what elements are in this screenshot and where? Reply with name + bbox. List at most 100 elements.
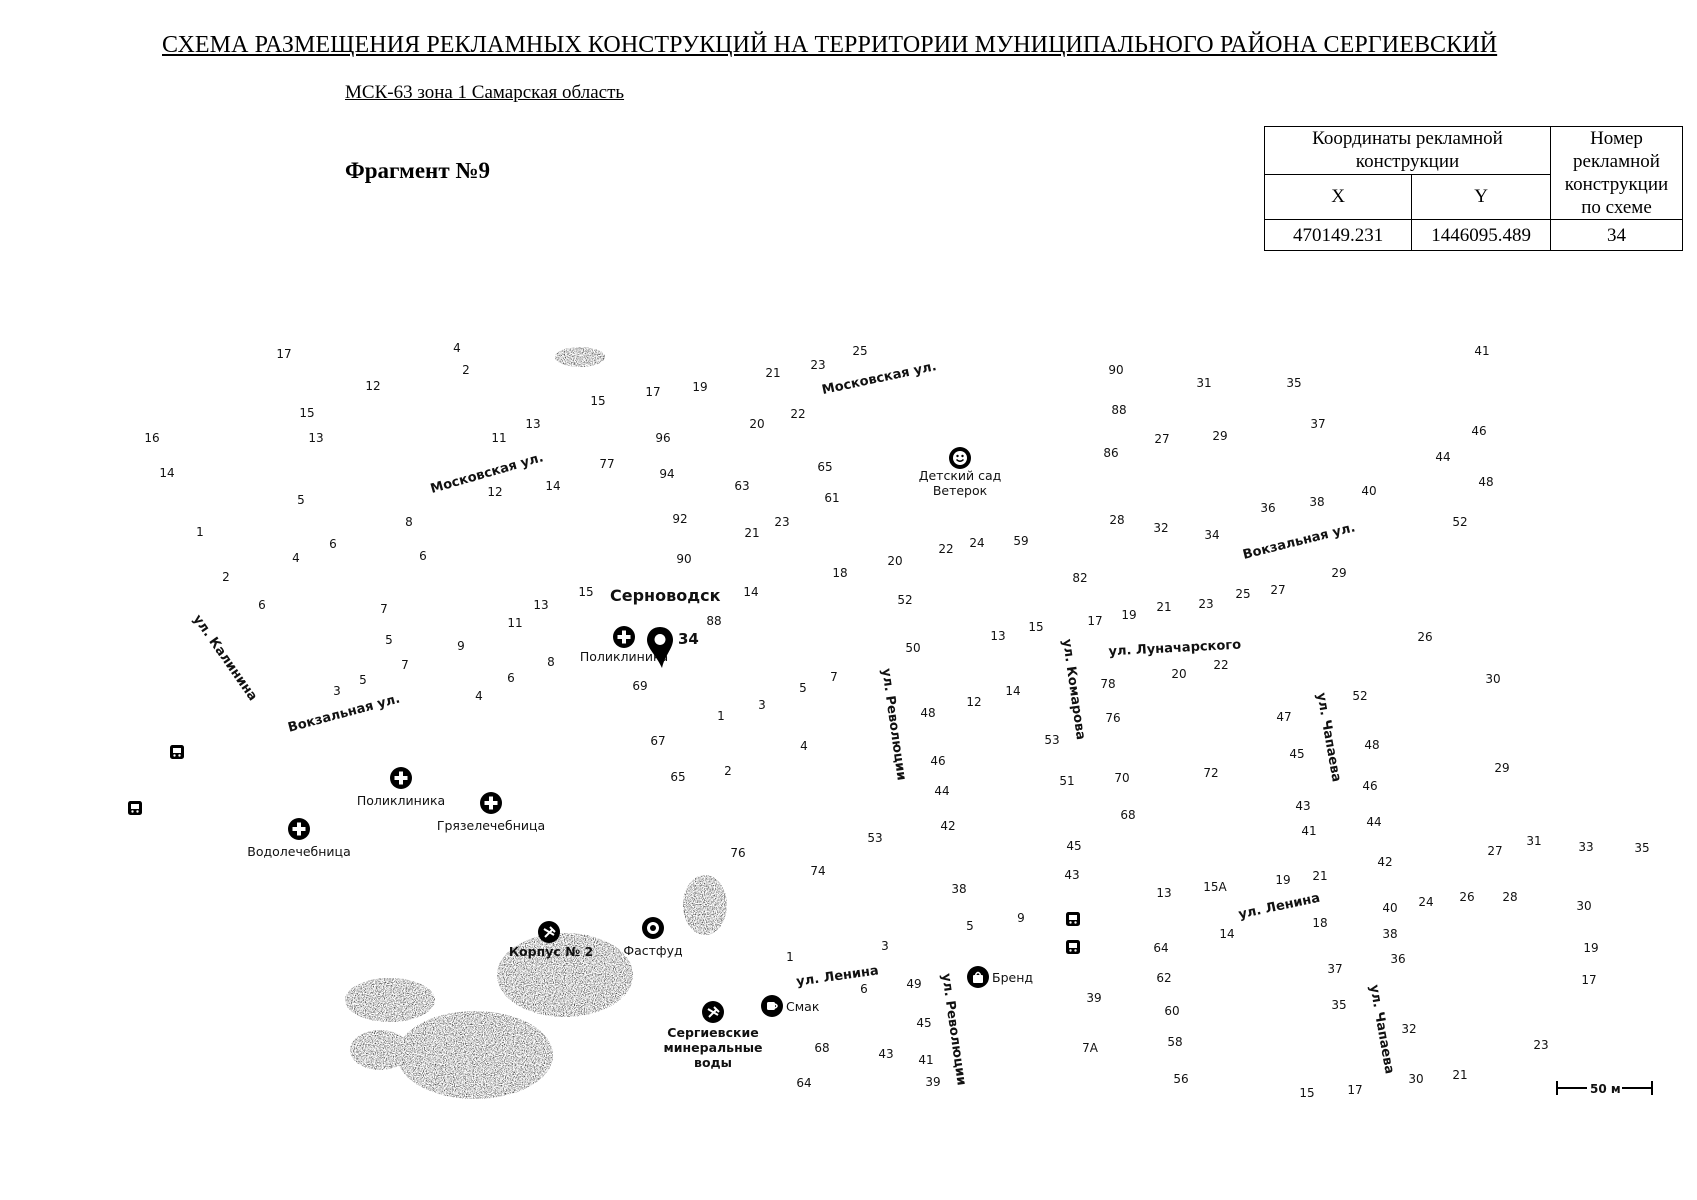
medical-cross-icon <box>613 626 635 648</box>
street-label: ул. Ленина <box>1237 891 1321 923</box>
house-number: 47 <box>1276 710 1291 724</box>
house-number: 17 <box>1581 973 1596 987</box>
house-number: 36 <box>1260 501 1275 515</box>
house-number: 22 <box>938 542 953 556</box>
poi-marker[interactable]: Корпус № 2 <box>509 921 593 959</box>
house-number: 86 <box>1103 446 1118 460</box>
street-label: ул. Комарова <box>1059 638 1088 741</box>
house-number: 12 <box>487 485 502 499</box>
house-number: 35 <box>1634 841 1649 855</box>
number-value-cell: 34 <box>1550 219 1683 251</box>
house-number: 52 <box>897 593 912 607</box>
house-number: 60 <box>1164 1004 1179 1018</box>
scale-bar: 50 м <box>1556 1081 1653 1096</box>
park-area <box>345 347 727 1099</box>
street-label: ул. Чапаева <box>1313 692 1343 784</box>
house-number: 29 <box>1212 429 1227 443</box>
house-number: 24 <box>1418 895 1433 909</box>
house-number: 30 <box>1485 672 1500 686</box>
house-number: 58 <box>1167 1035 1182 1049</box>
house-number: 14 <box>159 466 174 480</box>
poi-marker[interactable]: Поликлиника <box>580 626 668 664</box>
house-number: 7 <box>380 602 388 616</box>
x-header-cell: X <box>1263 173 1413 220</box>
house-number: 31 <box>1526 834 1541 848</box>
city-name: Серноводск <box>610 586 721 605</box>
house-number: 22 <box>790 407 805 421</box>
house-number: 27 <box>1154 432 1169 446</box>
house-number: 42 <box>940 819 955 833</box>
poi-marker[interactable]: Фастфуд <box>623 917 683 958</box>
house-number: 64 <box>796 1076 811 1090</box>
house-number: 5 <box>799 681 807 695</box>
poi-marker[interactable]: Грязелечебница <box>437 792 545 833</box>
pin-icon <box>538 921 560 943</box>
house-number: 19 <box>692 380 707 394</box>
marker-label: 34 <box>678 630 699 648</box>
house-number: 46 <box>1362 779 1377 793</box>
house-number: 82 <box>1072 571 1087 585</box>
house-number: 14 <box>743 585 758 599</box>
house-number: 21 <box>744 526 759 540</box>
house-number: 1 <box>196 525 204 539</box>
house-number: 6 <box>419 549 427 563</box>
house-number: 11 <box>507 616 522 630</box>
house-number: 6 <box>860 982 868 996</box>
poi-label: минеральные <box>664 1040 763 1055</box>
street-label: Вокзальная ул. <box>1241 520 1357 562</box>
bus-stop-icon[interactable] <box>128 801 142 815</box>
house-number: 19 <box>1121 608 1136 622</box>
house-number: 33 <box>1578 840 1593 854</box>
house-number: 5 <box>966 919 974 933</box>
house-number: 59 <box>1013 534 1028 548</box>
house-number: 11 <box>491 431 506 445</box>
house-number: 32 <box>1153 521 1168 535</box>
house-number: 4 <box>800 739 808 753</box>
poi-label: Сергиевские <box>667 1025 758 1040</box>
house-number: 42 <box>1377 855 1392 869</box>
bus-stop-icon[interactable] <box>170 745 184 759</box>
location-marker-icon[interactable] <box>647 627 673 668</box>
poi-marker[interactable]: Бренд <box>967 966 1033 988</box>
poi-marker[interactable]: Поликлиника <box>357 767 445 808</box>
city-label: Серноводск <box>610 586 721 605</box>
house-number: 51 <box>1059 774 1074 788</box>
house-number: 30 <box>1576 899 1591 913</box>
street-label: ул. Чапаева <box>1366 984 1396 1076</box>
poi-marker[interactable]: Смак <box>761 995 820 1017</box>
document-title: СХЕМА РАЗМЕЩЕНИЯ РЕКЛАМНЫХ КОНСТРУКЦИЙ Н… <box>162 32 1498 58</box>
house-number: 52 <box>1352 689 1367 703</box>
poi-marker[interactable]: Водолечебница <box>247 818 351 859</box>
house-number: 8 <box>547 655 555 669</box>
house-number: 78 <box>1100 677 1115 691</box>
house-number: 53 <box>1044 733 1059 747</box>
medical-cross-icon <box>480 792 502 814</box>
house-number: 52 <box>1452 515 1467 529</box>
house-number: 23 <box>1533 1038 1548 1052</box>
bus-stop-icon[interactable] <box>1066 940 1080 954</box>
house-number: 19 <box>1275 873 1290 887</box>
house-number: 28 <box>1109 513 1124 527</box>
street-label: Вокзальная ул. <box>286 691 401 735</box>
house-number: 38 <box>1382 927 1397 941</box>
house-number: 56 <box>1173 1072 1188 1086</box>
bus-stop-icon[interactable] <box>1066 912 1080 926</box>
house-number: 26 <box>1417 630 1432 644</box>
house-number: 27 <box>1270 583 1285 597</box>
house-number: 70 <box>1114 771 1129 785</box>
house-number: 38 <box>1309 495 1324 509</box>
advertising-construction-marker[interactable]: 34 <box>647 627 699 668</box>
house-number: 25 <box>1235 587 1250 601</box>
house-number: 23 <box>774 515 789 529</box>
house-number: 96 <box>655 431 670 445</box>
house-number: 14 <box>1219 927 1234 941</box>
house-number: 26 <box>1459 890 1474 904</box>
house-number: 94 <box>659 467 674 481</box>
house-number: 12 <box>966 695 981 709</box>
poi-label: Грязелечебница <box>437 818 545 833</box>
house-number: 43 <box>878 1047 893 1061</box>
